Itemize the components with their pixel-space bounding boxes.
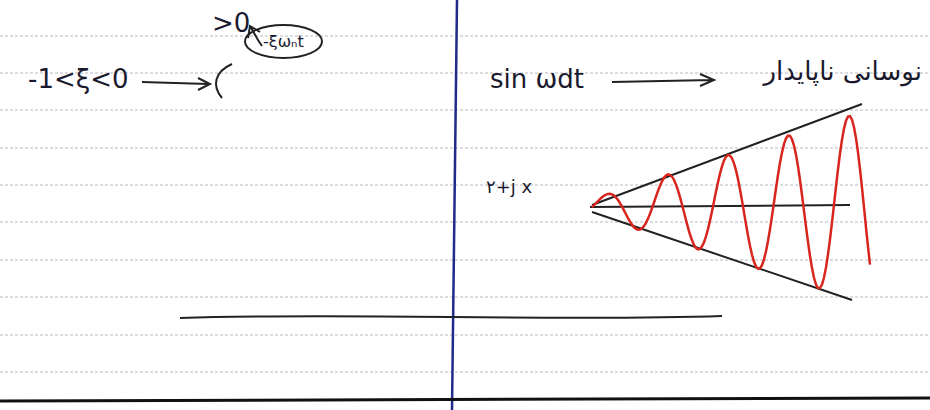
damping-range: -1<ξ<0 xyxy=(28,64,129,95)
exponent-text: -ξωₙt xyxy=(263,32,323,51)
implication-arrow xyxy=(142,78,210,90)
pole-label: ۲+j x xyxy=(486,176,532,198)
section-rule xyxy=(180,316,722,318)
margin-divider xyxy=(452,0,457,410)
implication-arrow xyxy=(612,74,714,86)
brace-stroke xyxy=(216,64,232,98)
time-axis xyxy=(590,205,850,207)
circled-exponent: -ξωₙt xyxy=(244,24,323,59)
response-note: نوسانی ناپایدار xyxy=(763,56,922,87)
growing-oscillation xyxy=(592,116,870,288)
paper-rule-lines xyxy=(0,36,930,372)
oscillation-term: sin ωdt xyxy=(490,64,584,95)
inequality-result: >0 xyxy=(212,8,250,39)
page-rule xyxy=(0,398,930,401)
